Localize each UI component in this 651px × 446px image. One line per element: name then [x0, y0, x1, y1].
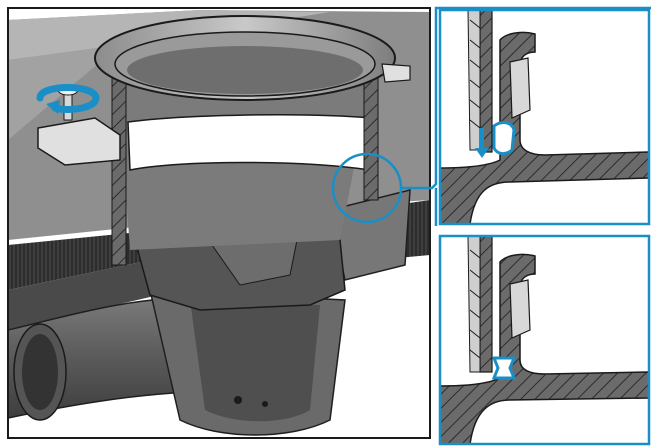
sleeve-cut-right [363, 69, 379, 201]
arrow-down-icon [475, 128, 489, 158]
clamp-bracket [37, 117, 121, 166]
callout-leader [401, 6, 651, 190]
ribbed-sleeve-after [467, 236, 481, 373]
main-view-panel [7, 7, 431, 439]
seal-ring [492, 121, 516, 156]
rotate-arrow-icon [36, 84, 100, 114]
seal-ring-seated [491, 356, 517, 380]
sealing-band [127, 114, 373, 171]
sleeve-cut-left [111, 69, 127, 266]
ribbed-sleeve [467, 10, 481, 151]
seal-detail-before [438, 8, 651, 226]
seal-detail-after [438, 234, 651, 446]
